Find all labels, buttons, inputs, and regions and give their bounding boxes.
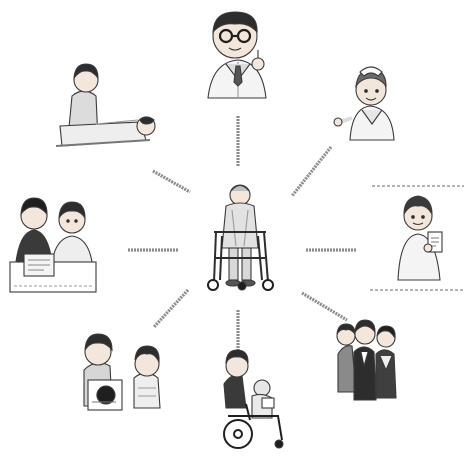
connector-nurse (290, 146, 333, 197)
center-elderly-person (207, 184, 274, 291)
consultation-team-figure (336, 319, 397, 401)
wheelchair-caregiver-figure (223, 349, 284, 449)
pharmacist-figure (370, 185, 464, 291)
doctor-figure (207, 11, 267, 99)
nurse-figure (333, 66, 395, 141)
connector-lines (128, 116, 356, 355)
counseling-figure (83, 333, 161, 411)
rehabilitation-therapist-figure (55, 63, 156, 147)
connector-consultation-team (301, 291, 348, 322)
family-support-figure (9, 197, 97, 293)
connector-counseling (152, 288, 190, 329)
connector-rehab (152, 169, 191, 194)
